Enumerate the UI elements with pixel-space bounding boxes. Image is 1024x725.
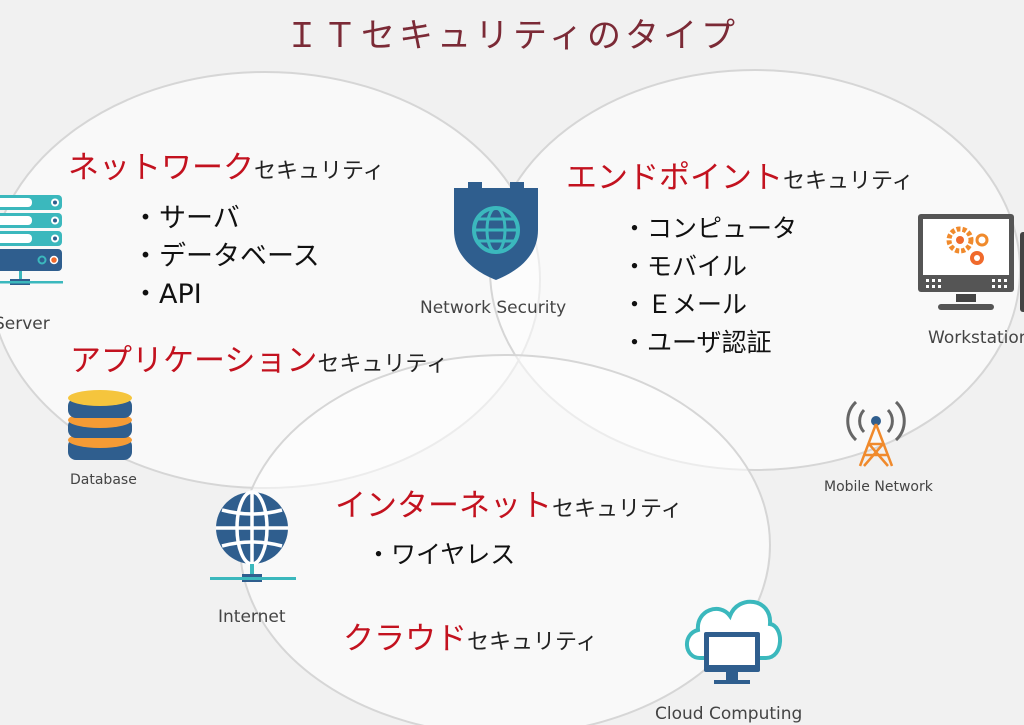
server-label: Server: [0, 314, 50, 334]
cloud-computer-icon: [685, 599, 783, 684]
heading-suffix: セキュリティ: [783, 169, 914, 194]
network-security-heading: ネットワークセキュリティ: [68, 142, 385, 187]
cloud-security-heading: クラウドセキュリティ: [343, 613, 598, 658]
workstation-label: Workstation: [928, 328, 1024, 348]
list-item: ・API: [132, 279, 202, 310]
application-security-heading: アプリケーションセキュリティ: [70, 335, 448, 380]
cell-tower-icon: [846, 400, 906, 467]
heading-accent: インターネット: [335, 488, 552, 524]
heading-accent: アプリケーション: [70, 343, 318, 379]
workstation-icon: [918, 214, 1024, 312]
internet-label: Internet: [218, 607, 286, 627]
endpoint-items: ・コンピュータ ・モバイル ・Ｅメール ・ユーザ認証: [622, 210, 797, 362]
list-item: ・コンピュータ: [622, 214, 798, 243]
heading-suffix: セキュリティ: [467, 630, 598, 655]
database-label: Database: [70, 472, 137, 488]
server-icon: [0, 195, 63, 285]
internet-items: ・ワイヤレス: [366, 536, 515, 574]
internet-globe-icon: [210, 490, 296, 582]
heading-suffix: セキュリティ: [317, 352, 449, 377]
list-item: ・サーバ: [132, 203, 240, 234]
shield-globe-icon: [454, 182, 538, 280]
heading-accent: ネットワーク: [68, 150, 254, 186]
database-icon: [68, 390, 132, 460]
endpoint-security-heading: エンドポイントセキュリティ: [566, 152, 914, 197]
cloud-computing-label: Cloud Computing: [655, 704, 803, 724]
mobile-network-label: Mobile Network: [824, 479, 933, 495]
list-item: ・ワイヤレス: [366, 540, 516, 569]
list-item: ・ユーザ認証: [622, 328, 772, 357]
list-item: ・データベース: [132, 241, 320, 272]
list-item: ・Ｅメール: [622, 290, 748, 319]
heading-suffix: セキュリティ: [552, 497, 683, 522]
list-item: ・モバイル: [622, 252, 748, 281]
heading-suffix: セキュリティ: [254, 159, 385, 184]
network-security-label: Network Security: [420, 298, 567, 318]
page-title: ＩＴセキュリティのタイプ: [285, 16, 739, 56]
heading-accent: エンドポイント: [566, 160, 783, 196]
heading-accent: クラウド: [343, 621, 467, 657]
network-items: ・サーバ ・データベース ・API: [132, 200, 320, 314]
internet-security-heading: インターネットセキュリティ: [335, 480, 683, 525]
